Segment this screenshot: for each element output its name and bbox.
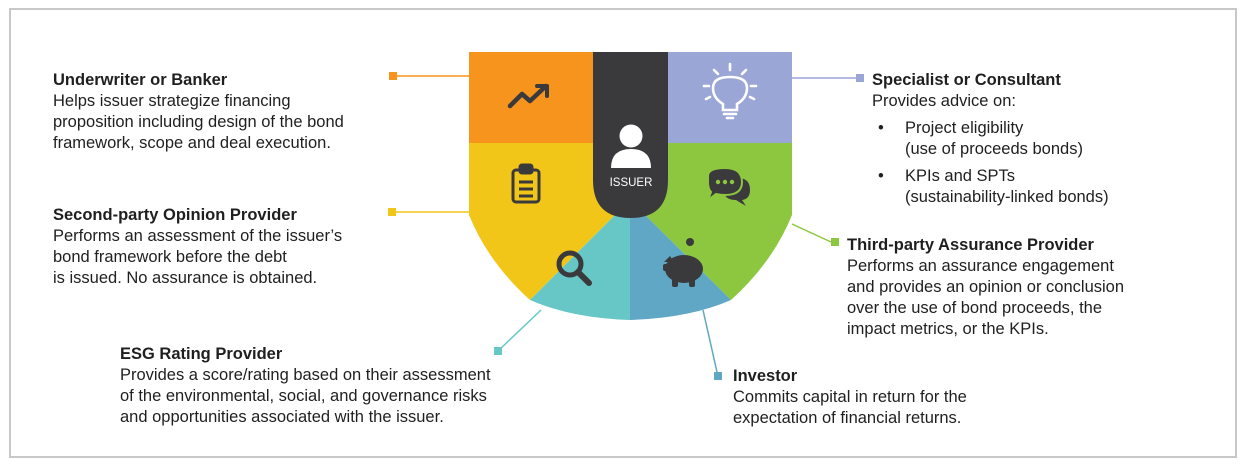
role-third-party: Third-party Assurance Provider Performs … [847,235,1197,340]
underwriter-line-3: framework, scope and deal execution. [53,134,331,152]
esg-title: ESG Rating Provider [120,345,283,363]
underwriter-line-1: Helps issuer strategize financing [53,92,291,110]
investor-line-2: expectation of financial returns. [733,409,962,427]
leader-third-party [791,223,839,246]
bullet-item: KPIs and SPTs (sustainability-linked bon… [878,166,1202,208]
esg-line-1: Provides a score/rating based on their a… [120,366,491,384]
role-esg-rating: ESG Rating Provider Provides a score/rat… [120,344,580,428]
second-party-line-1: Performs an assessment of the issuer’s [53,227,343,245]
segment-second-party [469,143,630,300]
role-investor: Investor Commits capital in return for t… [733,366,1053,429]
specialist-intro: Provides advice on: [872,92,1016,110]
trending-up-icon [507,83,549,109]
esg-line-2: of the environmental, social, and govern… [120,387,487,405]
bullet-1-line-1: Project eligibility [905,119,1024,137]
leader-specialist [792,74,864,82]
leader-underwriter [389,72,469,80]
underwriter-line-2: proposition including design of the bond [53,113,344,131]
second-party-line-2: bond framework before the debt [53,248,287,266]
clipboard-icon [511,163,541,204]
figure-frame [9,8,1237,458]
specialist-title: Specialist or Consultant [872,71,1061,89]
third-party-line-4: impact metrics, or the KPIs. [847,320,1049,338]
lightbulb-icon [702,62,758,120]
third-party-line-1: Performs an assurance engagement [847,257,1114,275]
third-party-title: Third-party Assurance Provider [847,236,1094,254]
segment-specialist [668,52,792,143]
bullet-item: Project eligibility (use of proceeds bon… [878,118,1202,160]
second-party-title: Second-party Opinion Provider [53,206,297,224]
piggy-bank-icon [663,238,703,287]
person-icon [611,124,651,168]
underwriter-title: Underwriter or Banker [53,71,228,89]
leader-esg [494,309,542,355]
second-party-line-3: is issued. No assurance is obtained. [53,269,318,287]
leader-investor [702,309,722,380]
third-party-line-2: and provides an opinion or conclusion [847,278,1125,296]
third-party-line-3: over the use of bond proceeds, the [847,299,1103,317]
leader-second-party [388,208,469,216]
esg-line-3: and opportunities associated with the is… [120,408,444,426]
investor-title: Investor [733,367,798,385]
specialist-bullets: Project eligibility (use of proceeds bon… [872,118,1202,208]
issuer-label: ISSUER [610,177,653,189]
chat-bubbles-icon [705,166,750,206]
bullet-2-line-1: KPIs and SPTs [905,167,1016,185]
segment-third-party [630,143,792,300]
role-underwriter: Underwriter or Banker Helps issuer strat… [53,70,393,154]
role-second-party: Second-party Opinion Provider Performs a… [53,205,393,289]
investor-line-1: Commits capital in return for the [733,388,967,406]
role-specialist: Specialist or Consultant Provides advice… [872,70,1202,214]
bullet-1-line-2: (use of proceeds bonds) [905,140,1083,158]
bullet-2-line-2: (sustainability-linked bonds) [905,188,1109,206]
magnifier-icon [556,250,592,286]
